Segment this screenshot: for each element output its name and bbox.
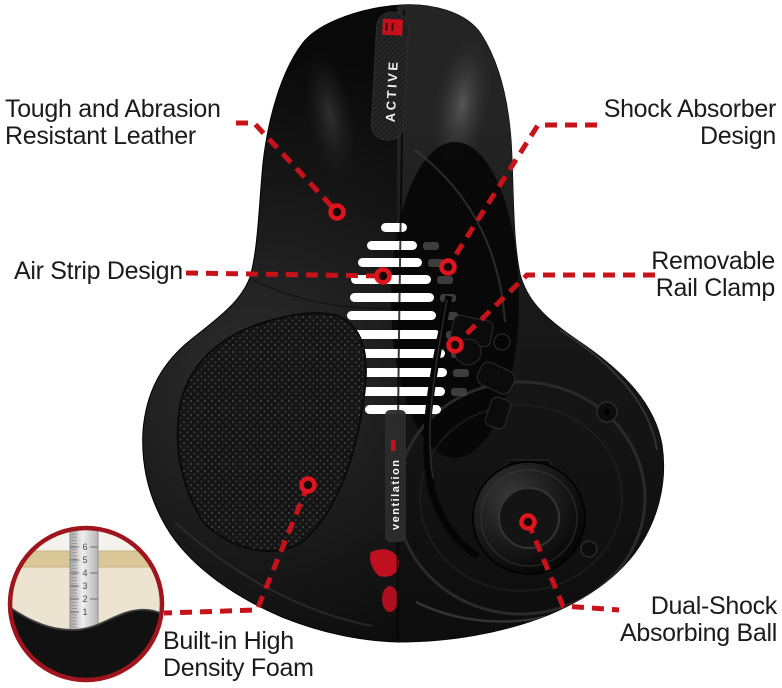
brand-text: ACTIVE [383,59,401,122]
callout-shock-ball: Dual-Shock Absorbing Ball [620,593,777,647]
leader-line-shock-ball [525,521,620,613]
callout-dot-rail-clamp [446,336,464,354]
leader-line-air-strip [185,270,384,279]
seam-line [252,279,398,310]
ventilation-red-mark [391,440,396,451]
inset-shell-highlight [10,599,162,631]
nose-highlight [430,30,494,180]
inset-ruler: 6 5 4 3 2 1 [69,528,99,644]
callout-dot-leather [328,203,346,221]
hip-highlight [174,521,373,627]
inset-circle: 6 5 4 3 2 1 [7,525,165,683]
callout-dot-shock-ball [519,513,537,531]
mounting-bolts [580,401,618,558]
callout-line: Density Foam [163,654,314,682]
callout-leather: Tough and Abrasion Resistant Leather [5,96,221,150]
ruler-number: 6 [82,542,87,552]
callout-line: Resistant Leather [5,122,196,150]
callout-line: Built-in High [163,627,294,655]
brand-strip: ACTIVE [370,11,410,141]
leader-line-rail-clamp [453,272,655,347]
ruler-number: 3 [82,581,87,591]
callout-line: Dual-Shock [650,592,778,620]
callout-dot-air-strip [374,267,392,285]
leader-line-leather [236,120,339,214]
perforated-patch [176,312,367,553]
callout-shock-absorber: Shock Absorber Design [603,95,777,150]
inset-ring [7,525,165,683]
callout-line: Rail Clamp [655,274,776,302]
ventilation-text: ventilation [390,458,402,530]
cable-highlight [429,299,448,479]
callout-line: Air Strip Design [14,257,183,285]
red-accents [369,549,400,612]
ruler-number: 5 [82,555,87,565]
callout-dot-shock-absorber [439,258,457,276]
ruler-number: 1 [82,607,87,617]
callout-line: Design [699,122,776,150]
callout-line: Tough and Abrasion [5,95,221,123]
callout-dot-foam [299,476,317,494]
ruler-number: 2 [82,594,87,604]
callout-foam: Built-in High Density Foam [163,628,314,682]
callout-air-strip: Air Strip Design [14,258,183,285]
callout-line: Removable [651,247,775,275]
ruler-number: 4 [82,568,87,578]
leader-lines [163,120,655,616]
nose-left-sheen [303,47,357,183]
leader-line-foam [163,484,311,616]
callout-rail-clamp: Removable Rail Clamp [651,248,775,302]
callout-line: Shock Absorber [603,95,777,123]
callout-dots [299,203,537,531]
callout-line: Absorbing Ball [619,619,777,647]
ventilation-strip: ventilation [385,410,406,542]
leader-line-shock-absorber [445,122,597,269]
